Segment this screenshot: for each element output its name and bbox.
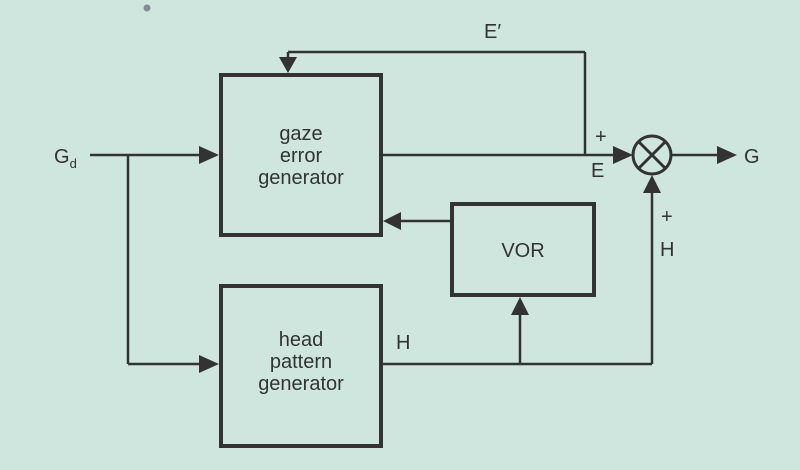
plus-sign-error: + (595, 126, 607, 148)
head-pattern-label-line-1: head (279, 329, 324, 351)
input-g-main: G (54, 146, 70, 168)
error-e-label: E (591, 160, 604, 182)
multiply-icon (637, 140, 667, 170)
output-line (671, 146, 737, 164)
gaze-error-label-line-1: gaze (279, 123, 322, 145)
output-g-label: G (744, 146, 760, 168)
vor-block: VOR (450, 202, 596, 297)
head-h-label-bottom: H (396, 332, 410, 354)
head-pattern-label-line-3: generator (258, 373, 344, 395)
input-line (90, 146, 219, 373)
gaze-error-label-line-3: generator (258, 167, 344, 189)
input-d-subscript: d (70, 156, 77, 171)
feedback-e-prime-label: E′ (484, 21, 501, 43)
head-pattern-generator-block: head pattern generator (219, 284, 383, 448)
head-signal-line (381, 175, 661, 366)
vor-output-line (383, 212, 452, 230)
speck-dot (143, 4, 151, 12)
summing-junction (631, 134, 673, 176)
plus-sign-head: + (661, 206, 673, 228)
feedback-loop-line (279, 50, 587, 155)
vor-label: VOR (501, 240, 544, 262)
error-line (381, 146, 633, 164)
head-h-label-right: H (660, 239, 674, 261)
gaze-error-label-line-2: error (280, 145, 323, 167)
gaze-error-generator-block: gaze error generator (219, 73, 383, 237)
head-pattern-label-line-2: pattern (270, 351, 332, 373)
input-gd-label: Gd (54, 146, 77, 171)
